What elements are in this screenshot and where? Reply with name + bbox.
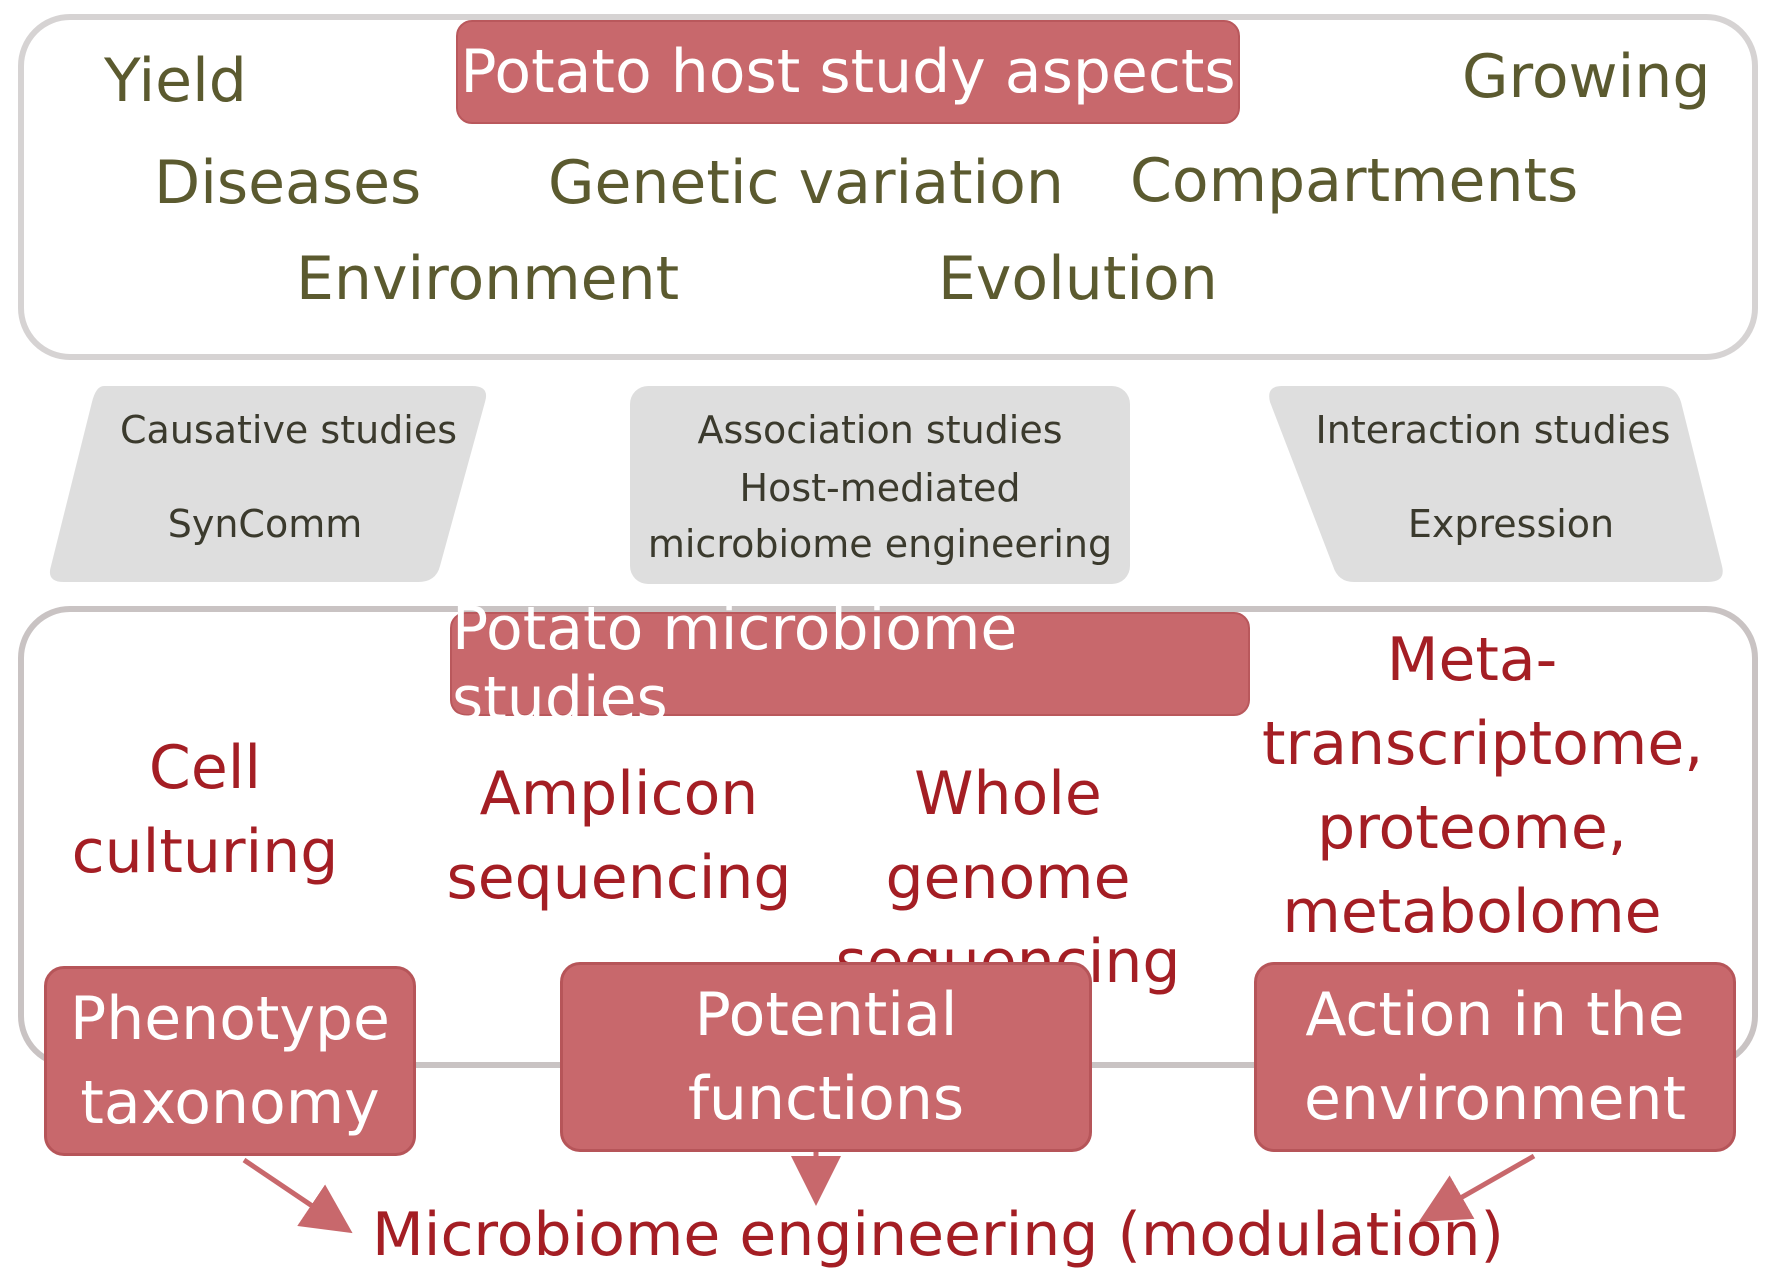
outcome-potential-functions: Potential functions (560, 962, 1092, 1152)
aspect-compartments: Compartments (1130, 146, 1579, 216)
method-cell-line2: culturing (71, 817, 339, 887)
host-aspects-title-text: Potato host study aspects (460, 37, 1236, 107)
interaction-studies-label: Interaction studies (1315, 408, 1671, 452)
arrow-action-to-engineering (1418, 1153, 1536, 1222)
interaction-studies-shape (1269, 386, 1723, 582)
method-meta-line4: metabolome (1282, 877, 1662, 947)
aspect-growing: Growing (1462, 42, 1711, 112)
outcome-phenotype-line1: Phenotype (70, 984, 390, 1054)
aspect-diseases: Diseases (154, 148, 422, 218)
aspect-environment: Environment (296, 244, 680, 314)
method-whole-genome-sequencing: Whole genome sequencing (798, 752, 1218, 1004)
causative-studies-sub: SynComm (167, 502, 363, 546)
association-studies-sub2: microbiome engineering (647, 522, 1113, 566)
outcome-potential-line2: functions (687, 1064, 965, 1134)
interaction-studies-sub: Expression (1407, 502, 1615, 546)
method-meta-omics: Meta- transcriptome, proteome, metabolom… (1262, 618, 1704, 954)
aspect-genetic-variation: Genetic variation (548, 148, 1064, 218)
method-wgs-line1: Whole genome (885, 759, 1131, 913)
outcome-action-line2: environment (1303, 1064, 1687, 1134)
association-studies-label: Association studies (697, 408, 1063, 452)
association-studies-shape (630, 386, 1130, 584)
method-cell-culturing: Cell culturing (60, 726, 350, 894)
causative-studies-label: Causative studies (120, 408, 458, 452)
method-meta-line3: proteome, (1317, 793, 1627, 863)
causative-studies-shape (49, 386, 487, 582)
outcome-phenotype-line2: taxonomy (80, 1068, 380, 1138)
method-meta-line1: Meta- (1386, 625, 1558, 695)
method-meta-line2: transcriptome, (1262, 709, 1704, 779)
method-amplicon-line2: sequencing (446, 843, 792, 913)
arrow-phenotype-to-engineering (242, 1157, 353, 1234)
microbiome-studies-title-text: Potato microbiome studies (452, 594, 1018, 734)
outcome-potential-line1: Potential (694, 980, 958, 1050)
outcome-action-environment: Action in the environment (1254, 962, 1736, 1152)
outcome-action-line1: Action in the (1305, 980, 1685, 1050)
microbiome-engineering-label: Microbiome engineering (modulation) (372, 1200, 1504, 1270)
method-amplicon-sequencing: Amplicon sequencing (444, 752, 794, 920)
microbiome-studies-title: Potato microbiome studies (450, 594, 1250, 734)
host-aspects-title: Potato host study aspects (456, 20, 1240, 124)
outcome-phenotype-taxonomy: Phenotype taxonomy (44, 966, 416, 1156)
aspect-yield: Yield (104, 46, 247, 116)
method-cell-line1: Cell (148, 733, 262, 803)
method-amplicon-line1: Amplicon (479, 759, 759, 829)
aspect-evolution: Evolution (938, 244, 1218, 314)
association-studies-sub1: Host-mediated (739, 466, 1021, 510)
